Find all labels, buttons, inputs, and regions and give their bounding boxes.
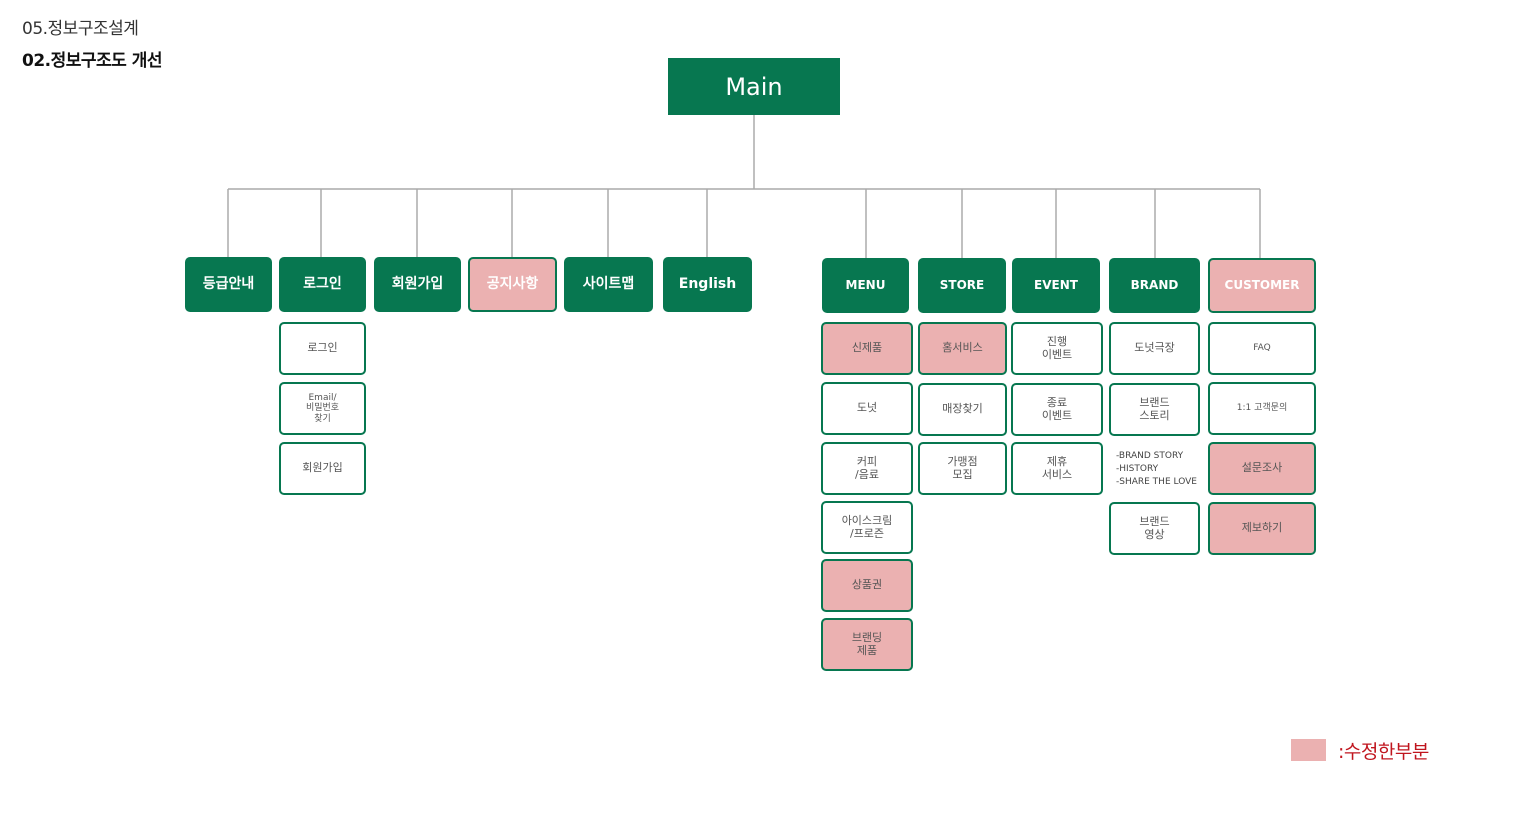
nav-node-login: 로그인: [279, 257, 366, 312]
brand-child-donut-theater: 도넛극장: [1109, 322, 1200, 375]
event-child-ongoing: 진행 이벤트: [1011, 322, 1103, 375]
login-child-signup: 회원가입: [279, 442, 366, 495]
brand-story-list: -BRAND STORY -HISTORY -SHARE THE LOVE: [1116, 451, 1197, 488]
menu-child-new-products: 신제품: [821, 322, 913, 375]
nav-node-signup: 회원가입: [374, 257, 461, 312]
event-child-partnership: 제휴 서비스: [1011, 442, 1103, 495]
brand-child-brand-video: 브랜드 영상: [1109, 502, 1200, 555]
section-node-customer: CUSTOMER: [1208, 258, 1316, 313]
store-child-find-store: 매장찾기: [918, 383, 1007, 436]
nav-node-grade-info: 등급안내: [185, 257, 272, 312]
brand-child-brand-story: 브랜드 스토리: [1109, 383, 1200, 436]
menu-child-gift-card: 상품권: [821, 559, 913, 612]
menu-child-donut: 도넛: [821, 382, 913, 435]
menu-child-coffee: 커피 /음료: [821, 442, 913, 495]
nav-node-sitemap: 사이트맵: [564, 257, 653, 312]
section-node-store: STORE: [918, 258, 1006, 313]
heading-section-number: 05.정보구조설계: [22, 19, 139, 39]
customer-child-inquiry: 1:1 고객문의: [1208, 382, 1316, 435]
event-child-ended: 종료 이벤트: [1011, 383, 1103, 436]
customer-child-report: 제보하기: [1208, 502, 1316, 555]
legend-swatch: [1291, 739, 1326, 761]
menu-child-icecream: 아이스크림 /프로즌: [821, 501, 913, 554]
heading-title: 02.정보구조도 개선: [22, 51, 163, 71]
store-child-home-service: 홈서비스: [918, 322, 1007, 375]
menu-child-branding-products: 브랜딩 제품: [821, 618, 913, 671]
section-node-event: EVENT: [1012, 258, 1100, 313]
section-node-menu: MENU: [822, 258, 909, 313]
nav-node-english: English: [663, 257, 752, 312]
nav-node-notice: 공지사항: [468, 257, 557, 312]
customer-child-faq: FAQ: [1208, 322, 1316, 375]
section-node-brand: BRAND: [1109, 258, 1200, 313]
legend-label: :수정한부분: [1338, 741, 1429, 763]
store-child-franchise: 가맹점 모집: [918, 442, 1007, 495]
customer-child-survey: 설문조사: [1208, 442, 1316, 495]
login-child-find-account: Email/ 비밀번호 찾기: [279, 382, 366, 435]
login-child-login: 로그인: [279, 322, 366, 375]
root-main-node: Main: [668, 58, 840, 115]
